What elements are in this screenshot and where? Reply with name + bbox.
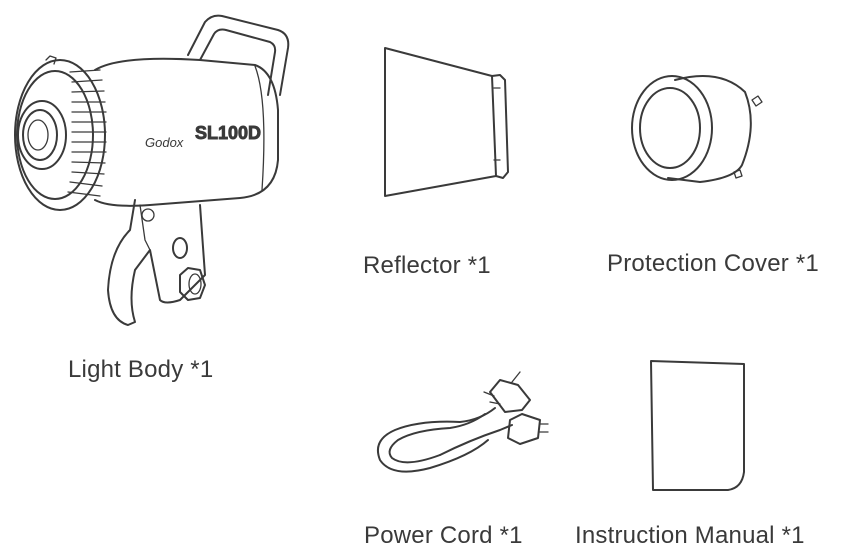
power-cord-label: Power Cord *1: [364, 522, 523, 549]
model-logo: SL100D: [195, 123, 261, 143]
brand-logo: Godox: [145, 135, 184, 150]
protection-cover-label: Protection Cover *1: [607, 250, 819, 277]
light-body-label: Light Body *1: [68, 356, 214, 383]
reflector-label: Reflector *1: [363, 252, 491, 279]
instruction-manual-label: Instruction Manual *1: [575, 522, 805, 549]
